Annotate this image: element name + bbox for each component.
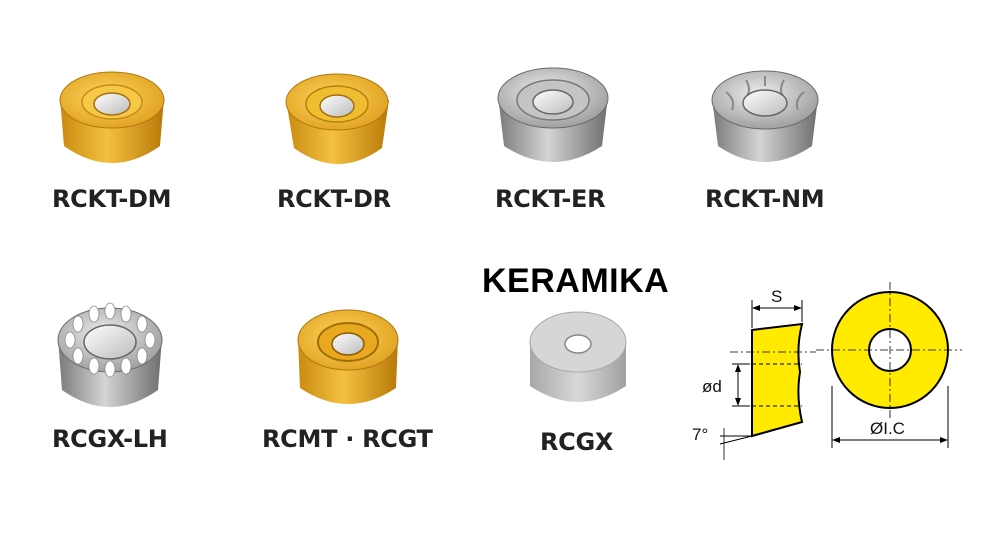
insert-rcgx-lh-label: RCGX-LH — [52, 425, 168, 453]
insert-rckt-dr-image — [285, 73, 389, 164]
insert-rcgx-lh-image — [57, 302, 163, 407]
diameter-label: ØI.C — [870, 419, 905, 438]
insert-rcgx-ceramic-image — [529, 311, 627, 402]
side-view-profile — [751, 322, 804, 438]
ceramic-heading: KERAMIKA — [482, 262, 670, 300]
insert-rckt-dm-image — [59, 71, 165, 163]
dimension-diagram: S ød 7° ØI.C — [692, 282, 962, 460]
insert-rcmt-rcgt-image — [297, 309, 399, 404]
insert-rcmt-rcgt-label: RCMT · RCGT — [262, 425, 433, 453]
insert-rckt-nm-image — [711, 70, 819, 162]
insert-rckt-er-label: RCKT-ER — [495, 185, 606, 213]
insert-rckt-er-image — [497, 67, 609, 162]
insert-rckt-dr-label: RCKT-DR — [277, 185, 391, 213]
insert-rckt-nm-label: RCKT-NM — [705, 185, 825, 213]
bore-label: ød — [702, 377, 722, 396]
insert-rckt-dm-label: RCKT-DM — [52, 185, 172, 213]
insert-rcgx-ceramic-label: RCGX — [540, 428, 614, 456]
thickness-label: S — [771, 287, 782, 306]
angle-label: 7° — [692, 425, 708, 444]
